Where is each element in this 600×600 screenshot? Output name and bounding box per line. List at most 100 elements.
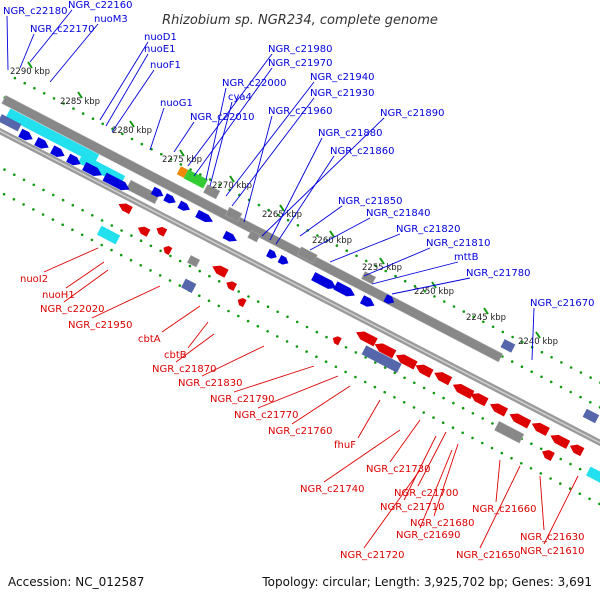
gene-shape[interactable] — [530, 420, 550, 436]
gene-label-bottom[interactable]: nuoI2 — [20, 274, 48, 285]
gene-label-top[interactable]: NGR_c21890 — [380, 108, 445, 119]
gene-feature[interactable] — [125, 179, 160, 205]
gene-features[interactable] — [0, 95, 600, 484]
gene-shape[interactable] — [225, 206, 243, 222]
gene-feature[interactable] — [224, 279, 238, 291]
gene-shape[interactable] — [568, 442, 585, 457]
gene-feature[interactable] — [394, 351, 418, 370]
gene-shape[interactable] — [333, 281, 357, 299]
gene-feature[interactable] — [266, 249, 279, 261]
gene-label-top[interactable]: NGR_c21970 — [268, 58, 333, 69]
gene-shape[interactable] — [222, 230, 239, 245]
gene-shape[interactable] — [125, 179, 160, 205]
gene-label-bottom[interactable]: NGR_c21740 — [300, 484, 365, 495]
gene-feature[interactable] — [176, 166, 189, 178]
gene-feature[interactable] — [331, 335, 342, 346]
gene-feature[interactable] — [548, 432, 571, 449]
gene-feature[interactable] — [413, 361, 434, 378]
gene-shape[interactable] — [18, 128, 35, 143]
gene-label-top[interactable]: NGR_c22170 — [30, 24, 95, 35]
gene-label-top[interactable]: NGR_c21820 — [396, 224, 461, 235]
gene-feature[interactable] — [195, 209, 215, 225]
gene-label-top[interactable]: NGR_c21860 — [330, 146, 395, 157]
gene-feature[interactable] — [1, 95, 503, 363]
gene-label-bottom[interactable]: NGR_c21830 — [178, 378, 243, 389]
gene-shape[interactable] — [585, 466, 600, 484]
gene-shape[interactable] — [373, 340, 397, 359]
gene-shape[interactable] — [494, 420, 525, 444]
gene-label-top[interactable]: nuoM3 — [94, 14, 128, 25]
gene-shape[interactable] — [177, 200, 191, 214]
gene-shape[interactable] — [117, 201, 133, 215]
gene-label-top[interactable]: nuoE1 — [144, 44, 175, 55]
gene-shape[interactable] — [5, 108, 100, 164]
gene-label-bottom[interactable]: NGR_c21760 — [268, 426, 333, 437]
gene-label-top[interactable]: NGR_c21780 — [466, 268, 531, 279]
gene-label-bottom[interactable]: NGR_c21630 — [520, 532, 585, 543]
gene-feature[interactable] — [163, 193, 177, 206]
gene-feature[interactable] — [488, 400, 509, 417]
gene-label-top[interactable]: mttB — [454, 252, 479, 263]
gene-feature[interactable] — [177, 200, 191, 214]
gene-shape[interactable] — [102, 172, 132, 194]
gene-feature[interactable] — [585, 466, 600, 484]
gene-shape[interactable] — [277, 255, 291, 267]
gene-label-bottom[interactable]: nuoH1 — [42, 290, 75, 301]
gene-feature[interactable] — [568, 442, 585, 457]
gene-shape[interactable] — [1, 95, 503, 363]
gene-feature[interactable] — [106, 230, 121, 245]
gene-label-bottom[interactable]: NGR_c21680 — [410, 518, 475, 529]
gene-labels[interactable]: NGR_c22180NGR_c22160NGR_c22170nuoM3nuoD1… — [3, 0, 595, 561]
gene-feature[interactable] — [500, 339, 516, 353]
gene-label-bottom[interactable]: NGR_c21720 — [340, 550, 405, 561]
gene-feature[interactable] — [311, 272, 338, 292]
gene-shape[interactable] — [155, 225, 168, 237]
gene-feature[interactable] — [451, 381, 475, 399]
gene-shape[interactable] — [359, 295, 377, 309]
gene-shape[interactable] — [236, 296, 247, 308]
gene-label-bottom[interactable]: fhuF — [334, 440, 356, 451]
gene-shape[interactable] — [181, 278, 197, 293]
gene-feature[interactable] — [66, 153, 83, 168]
gene-feature[interactable] — [210, 262, 229, 278]
gene-shape[interactable] — [50, 145, 67, 159]
gene-shape[interactable] — [451, 381, 475, 399]
gene-label-top[interactable]: NGR_c21940 — [310, 72, 375, 83]
gene-shape[interactable] — [331, 335, 342, 346]
gene-label-top[interactable]: cya4 — [228, 92, 252, 103]
gene-shape[interactable] — [163, 193, 177, 206]
gene-shape[interactable] — [540, 448, 555, 462]
gene-shape[interactable] — [136, 224, 151, 237]
gene-feature[interactable] — [277, 255, 291, 267]
gene-feature[interactable] — [0, 114, 22, 132]
gene-label-bottom[interactable]: cbtB — [164, 350, 187, 361]
gene-shape[interactable] — [582, 408, 600, 424]
gene-feature[interactable] — [296, 246, 318, 264]
gene-feature[interactable] — [373, 340, 397, 359]
gene-shape[interactable] — [106, 230, 121, 245]
gene-feature[interactable] — [96, 225, 113, 241]
gene-feature[interactable] — [136, 224, 151, 237]
gene-shape[interactable] — [500, 339, 516, 353]
gene-label-bottom[interactable]: NGR_c21730 — [366, 464, 431, 475]
gene-shape[interactable] — [150, 186, 165, 200]
gene-feature[interactable] — [383, 294, 396, 306]
gene-feature[interactable] — [203, 184, 221, 200]
gene-label-bottom[interactable]: NGR_c22020 — [40, 304, 105, 315]
gene-shape[interactable] — [203, 184, 221, 200]
gene-feature[interactable] — [117, 201, 133, 215]
gene-feature[interactable] — [186, 255, 201, 268]
gene-feature[interactable] — [361, 345, 402, 373]
gene-shape[interactable] — [394, 351, 418, 370]
gene-shape[interactable] — [548, 432, 571, 449]
gene-feature[interactable] — [155, 225, 168, 237]
gene-shape[interactable] — [96, 225, 113, 241]
gene-shape[interactable] — [311, 272, 338, 292]
gene-label-bottom[interactable]: NGR_c21950 — [68, 320, 133, 331]
gene-shape[interactable] — [296, 246, 318, 264]
gene-feature[interactable] — [18, 128, 35, 143]
gene-shape[interactable] — [186, 255, 201, 268]
gene-feature[interactable] — [354, 328, 378, 347]
gene-label-bottom[interactable]: cbtA — [138, 334, 161, 345]
gene-feature[interactable] — [82, 162, 104, 179]
